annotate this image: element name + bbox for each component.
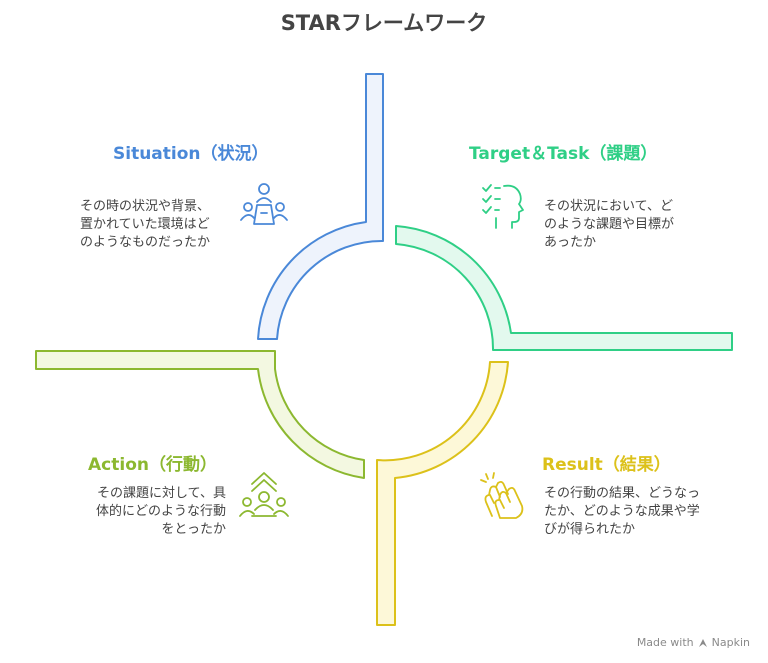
head-checklist-icon	[482, 184, 524, 229]
result-line: びが得られたか	[544, 522, 636, 537]
result-heading: Result（結果）	[542, 455, 671, 475]
action-heading: Action（行動）	[88, 455, 217, 475]
group-up-arrow-icon	[239, 472, 289, 517]
task-line: のような課題や目標が	[544, 217, 675, 232]
people-meeting-icon	[240, 183, 288, 225]
result-segment	[376, 361, 509, 626]
action-line: をとったか	[161, 522, 226, 537]
situation-line: その時の状況や背景、	[80, 199, 211, 214]
result-line: その行動の結果、どうなっ	[544, 486, 701, 501]
footer-attribution: Made with Napkin	[637, 636, 750, 649]
napkin-logo-icon	[698, 638, 707, 647]
task-heading: Target＆Task（課題）	[469, 144, 658, 164]
situation-line: のようなものだったか	[80, 235, 211, 250]
action-line: 体的にどのような行動	[95, 504, 226, 519]
task-line: その状況において、ど	[544, 199, 673, 214]
task-line: あったか	[544, 235, 597, 250]
action-description: その課題に対して、具 体的にどのような行動 をとったか	[96, 485, 226, 539]
situation-heading: Situation（状況）	[113, 144, 269, 164]
action-line: その課題に対して、具	[97, 486, 226, 501]
result-description: その行動の結果、どうなっ たか、どのような成果や学 びが得られたか	[544, 485, 700, 539]
clapping-hands-icon	[480, 472, 524, 519]
situation-line: 置かれていた環境はど	[80, 217, 210, 232]
page-title: STARフレームワーク	[280, 11, 488, 35]
made-with-label: Made with	[636, 636, 694, 649]
situation-description: その時の状況や背景、 置かれていた環境はど のようなものだったか	[80, 198, 210, 252]
situation-segment	[257, 73, 384, 340]
action-segment	[35, 350, 365, 479]
napkin-brand-label[interactable]: Napkin	[711, 636, 750, 649]
task-description: その状況において、ど のような課題や目標が あったか	[544, 198, 674, 252]
task-segment	[395, 225, 733, 351]
result-line: たか、どのような成果や学	[544, 504, 700, 519]
